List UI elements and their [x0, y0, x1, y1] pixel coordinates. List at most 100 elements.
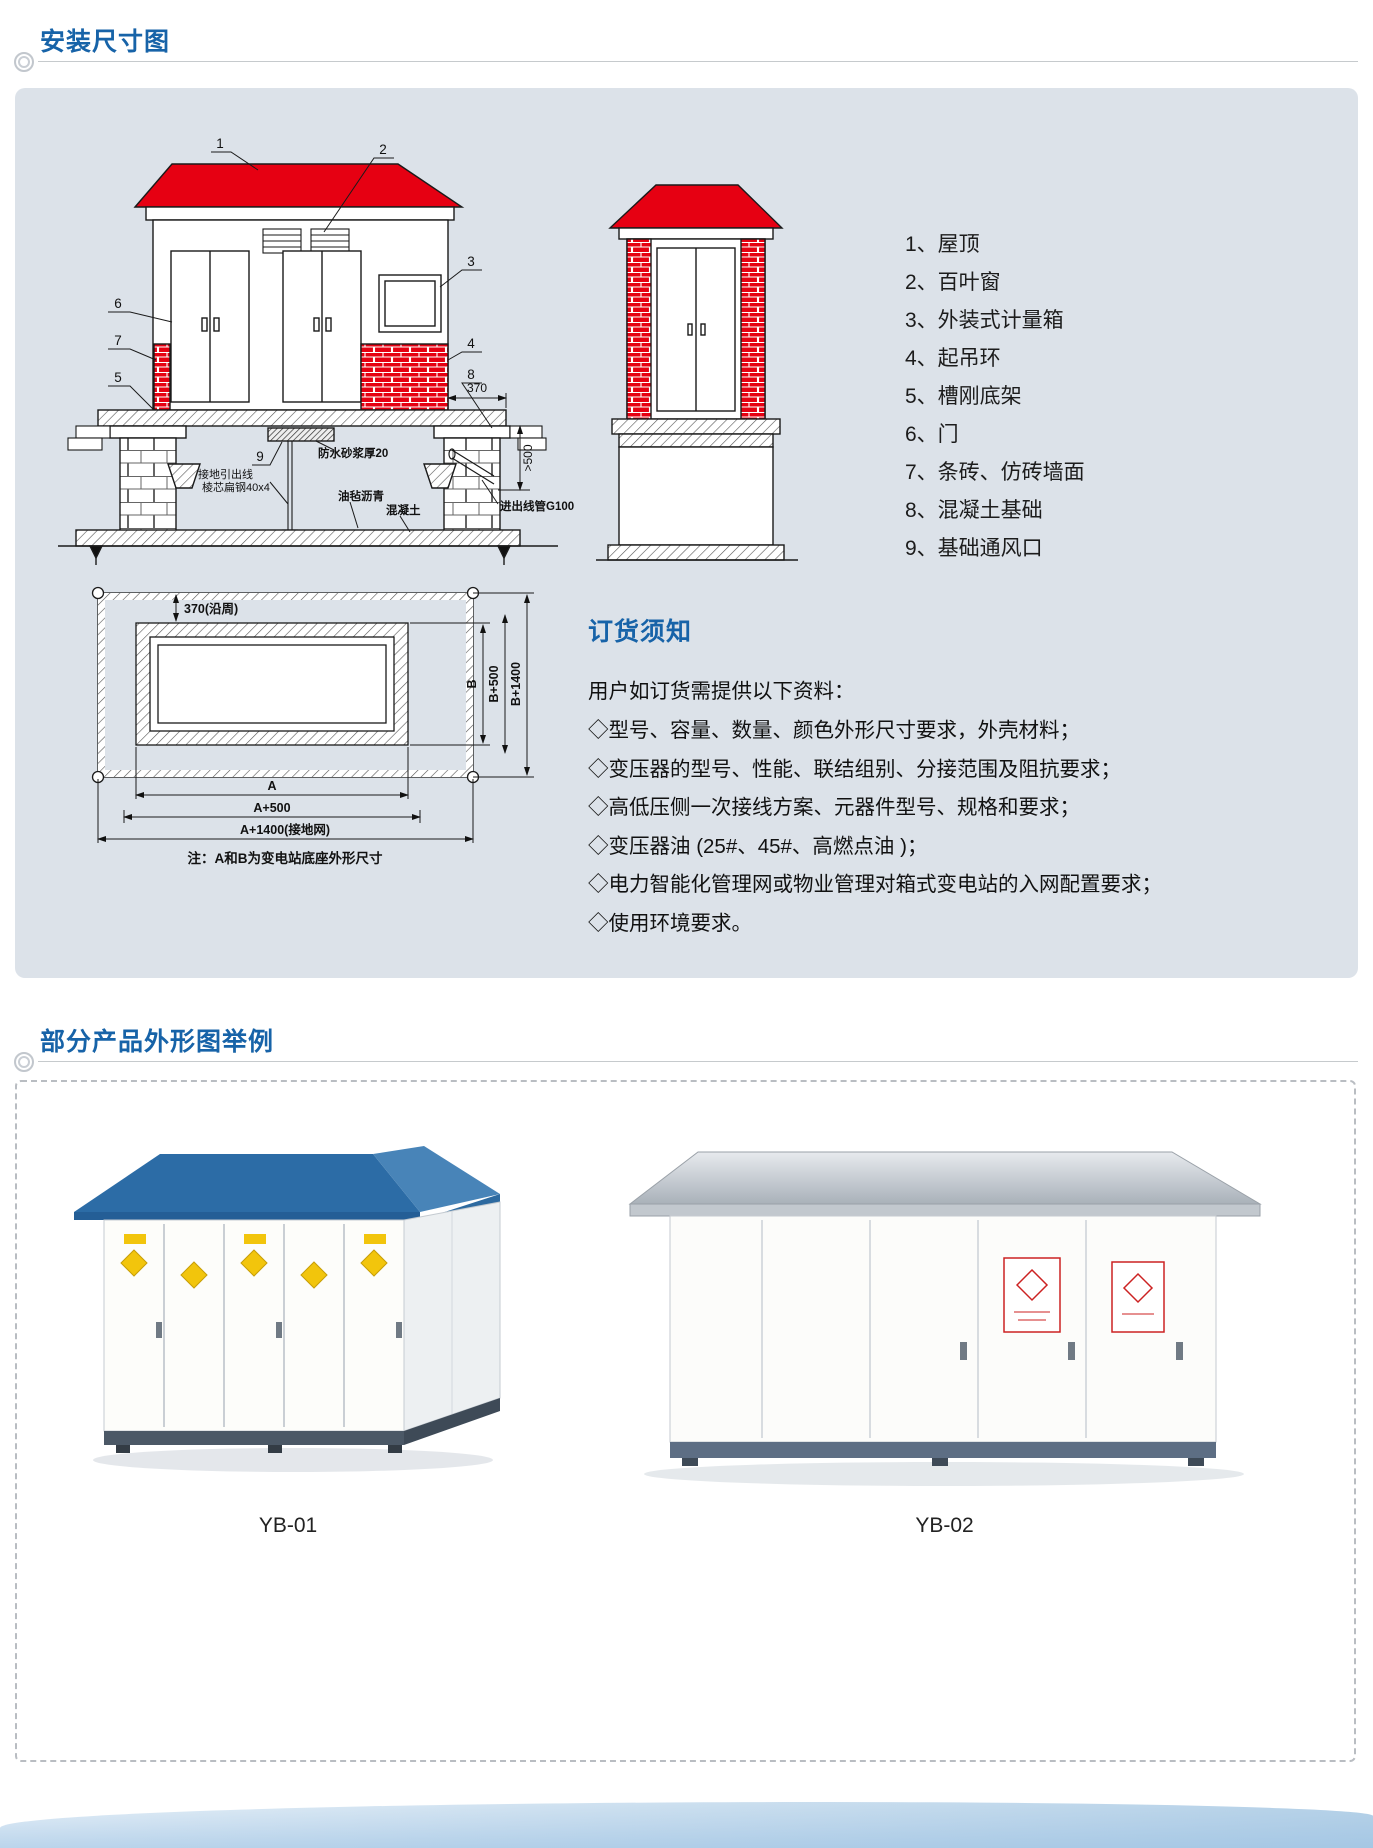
foundation-vent-left	[167, 463, 201, 489]
side-ground-slab	[611, 418, 781, 435]
plan-note: 注：A和B为变电站底座外形尺寸	[188, 850, 383, 866]
dim-b1400-label: B+1400	[509, 662, 523, 706]
dim-a-label: A	[267, 779, 276, 793]
callout-4: 4	[467, 336, 475, 351]
datum-marks	[88, 545, 512, 565]
label-ground-lead-2: 棱芯扁钢40x4	[202, 480, 270, 494]
product-label-yb01: YB-01	[258, 1514, 318, 1537]
legend-item-5: 5、槽刚底架	[905, 385, 1022, 408]
yb01-roof	[74, 1146, 500, 1227]
brick-panel-left	[153, 343, 171, 411]
legend-item-2: 2、百叶窗	[905, 271, 1001, 294]
dim-370-label: 370	[467, 381, 487, 395]
side-elevation-drawing	[596, 184, 798, 561]
yb01-body-front	[103, 1219, 405, 1432]
section-title-products: 部分产品外形图举例	[40, 1028, 275, 1056]
ordering-item-1: ◇型号、容量、数量、颜色外形尺寸要求，外壳材料；	[588, 719, 1080, 742]
side-door	[656, 247, 736, 412]
parts-legend: 1、屋顶 2、百叶窗 3、外装式计量箱 4、起吊环 5、槽刚底架 6、门 7、条…	[905, 226, 1085, 568]
ordering-item-3: ◇高低压侧一次接线方案、元器件型号、规格和要求；	[588, 796, 1080, 819]
ordering-item-5: ◇电力智能化管理网或物业管理对箱式变电站的入网配置要求；	[588, 873, 1162, 896]
section-title-install: 安装尺寸图	[40, 28, 171, 56]
ordering-title: 订货须知	[588, 618, 693, 646]
product-photo-yb02	[628, 1151, 1262, 1486]
front-door-left	[170, 250, 250, 403]
dim-b-lines	[410, 592, 534, 778]
bottom-slab	[75, 529, 521, 547]
callout-9: 9	[256, 449, 264, 464]
ordering-intro: 用户如订货需提供以下资料：	[588, 680, 855, 703]
legend-item-8: 8、混凝土基础	[905, 499, 1043, 522]
side-foundation-block	[618, 446, 774, 546]
ordering-notes: 订货须知 用户如订货需提供以下资料： ◇型号、容量、数量、颜色外形尺寸要求，外壳…	[588, 612, 1328, 943]
dim-a500-label: A+500	[253, 801, 290, 815]
section-marker-icon	[14, 52, 34, 72]
side-brick-left	[626, 238, 652, 420]
legend-item-6: 6、门	[905, 423, 959, 446]
section-marker-icon-2	[14, 1052, 34, 1072]
plan-view-drawing: 370(沿周) B B+500 B+1400 A A+500 A+1400(接地…	[91, 586, 534, 866]
label-conduit: 进出线管G100	[500, 499, 574, 513]
page-footer-decoration	[0, 1802, 1373, 1848]
ordering-item-6: ◇使用环境要求。	[588, 911, 752, 935]
brick-panel-right	[360, 343, 449, 411]
yb01-body-side	[403, 1201, 501, 1432]
legend-item-7: 7、条砖、仿砖墙面	[905, 461, 1085, 484]
callout-1: 1	[216, 136, 224, 151]
yb02-warning-placard-2	[1111, 1261, 1165, 1333]
label-waterproof: 防水砂浆厚20	[318, 446, 388, 460]
yb02-base	[670, 1442, 1216, 1466]
label-asphalt-felt: 油毡沥青	[338, 489, 384, 503]
callout-6: 6	[114, 296, 122, 311]
yb01-shadow	[93, 1448, 493, 1472]
product-label-yb02: YB-02	[915, 1514, 974, 1537]
label-concrete: 混凝土	[386, 503, 421, 517]
legend-item-1: 1、屋顶	[905, 233, 980, 256]
legend-item-4: 4、起吊环	[905, 347, 1001, 370]
dim-gt500-label: >500	[521, 444, 535, 471]
foundation-pier-right	[433, 425, 511, 543]
side-roof	[608, 184, 784, 240]
legend-item-9: 9、基础通风口	[905, 537, 1043, 560]
label-ground-lead-1: 接地引出线	[198, 467, 253, 481]
legend-item-3: 3、外装式计量箱	[905, 309, 1064, 332]
section-divider-2	[38, 1061, 1358, 1062]
yb01-base	[104, 1398, 500, 1453]
yb02-warning-placard-1	[1003, 1257, 1061, 1333]
callout-5: 5	[114, 370, 122, 385]
conduit-pipe	[448, 448, 495, 485]
side-brick-right	[740, 238, 766, 420]
side-foundation-bottom-band	[607, 544, 785, 561]
front-door-middle	[282, 250, 362, 403]
callout-2: 2	[379, 142, 387, 157]
yb02-body	[669, 1215, 1217, 1443]
ordering-item-4: ◇变压器油 (25#、45#、高燃点油 )；	[588, 834, 928, 858]
wing-wall-left	[67, 425, 111, 451]
callout-3: 3	[467, 254, 475, 269]
ordering-item-2: ◇变压器的型号、性能、联结组别、分接范围及阻抗要求；	[588, 757, 1121, 781]
callout-8: 8	[467, 367, 475, 382]
front-roof	[133, 163, 465, 221]
ground-slab	[97, 409, 507, 427]
dim-b500-label: B+500	[487, 665, 501, 702]
section-divider	[38, 61, 1358, 62]
dim-b-label: B	[465, 679, 479, 688]
grounding-grid-boundary	[91, 586, 480, 784]
dim-gt500	[498, 425, 530, 491]
dim-a-lines	[97, 747, 474, 843]
dim-370-perimeter-label: 370(沿周)	[184, 602, 238, 616]
side-foundation-top-band	[618, 433, 774, 448]
base-wall	[135, 622, 409, 746]
yb02-roof	[628, 1151, 1262, 1217]
dim-a1400-label: A+1400(接地网)	[240, 822, 330, 837]
foundation-pier-left	[109, 425, 187, 543]
callout-7: 7	[114, 333, 122, 348]
product-photo-yb01	[74, 1146, 501, 1472]
dim-370	[447, 393, 507, 408]
front-elevation-drawing: 1 2 3 4 5 6 7 8 9 防水砂浆厚20 接地引出线 棱芯扁钢40x4…	[58, 136, 574, 565]
yb02-shadow	[644, 1462, 1244, 1486]
callout-leaders	[108, 151, 499, 533]
waterproof-mortar-layer	[267, 427, 335, 442]
grounding-lead	[282, 441, 298, 531]
